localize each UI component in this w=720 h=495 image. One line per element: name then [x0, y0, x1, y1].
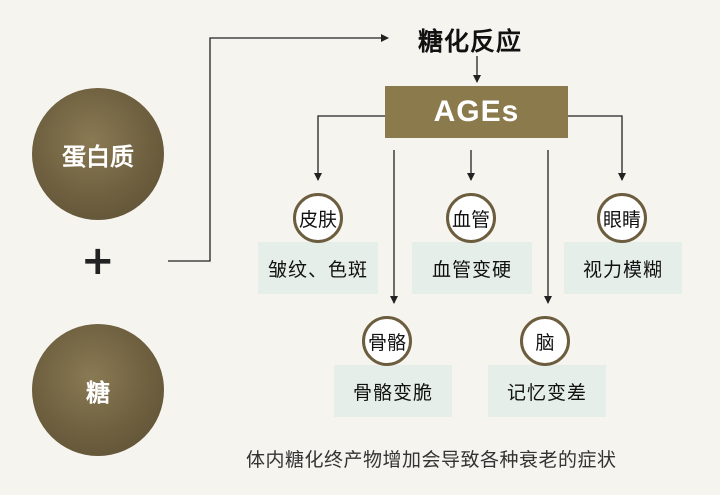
arrow-ages-to-eyes [568, 115, 626, 181]
reaction-title: 糖化反应 [418, 27, 523, 56]
ages-box: AGEs [385, 86, 568, 138]
organ-blood-vessel: 血管 [446, 193, 496, 243]
sugar-label: 糖 [86, 378, 110, 407]
symptom-eyes: 视力模糊 [564, 242, 682, 294]
protein-circle: 蛋白质 [32, 88, 164, 220]
arrow-ages-to-skin [314, 115, 385, 181]
protein-label: 蛋白质 [62, 142, 134, 171]
symptom-skin: 皱纹、色斑 [258, 242, 378, 294]
symptom-blood-vessel: 血管变硬 [412, 242, 532, 294]
organ-bone: 骨骼 [362, 316, 412, 366]
plus-sign: + [81, 238, 115, 284]
caption: 体内糖化终产物增加会导致各种衰老的症状 [246, 449, 617, 471]
symptom-brain: 记忆变差 [488, 365, 606, 417]
arrow-inputs-to-reaction [168, 34, 389, 262]
organ-brain: 脑 [520, 316, 570, 366]
symptom-bone: 骨骼变脆 [334, 365, 452, 417]
organ-skin: 皮肤 [293, 193, 343, 243]
organ-eyes: 眼睛 [597, 193, 647, 243]
sugar-circle: 糖 [32, 324, 164, 456]
